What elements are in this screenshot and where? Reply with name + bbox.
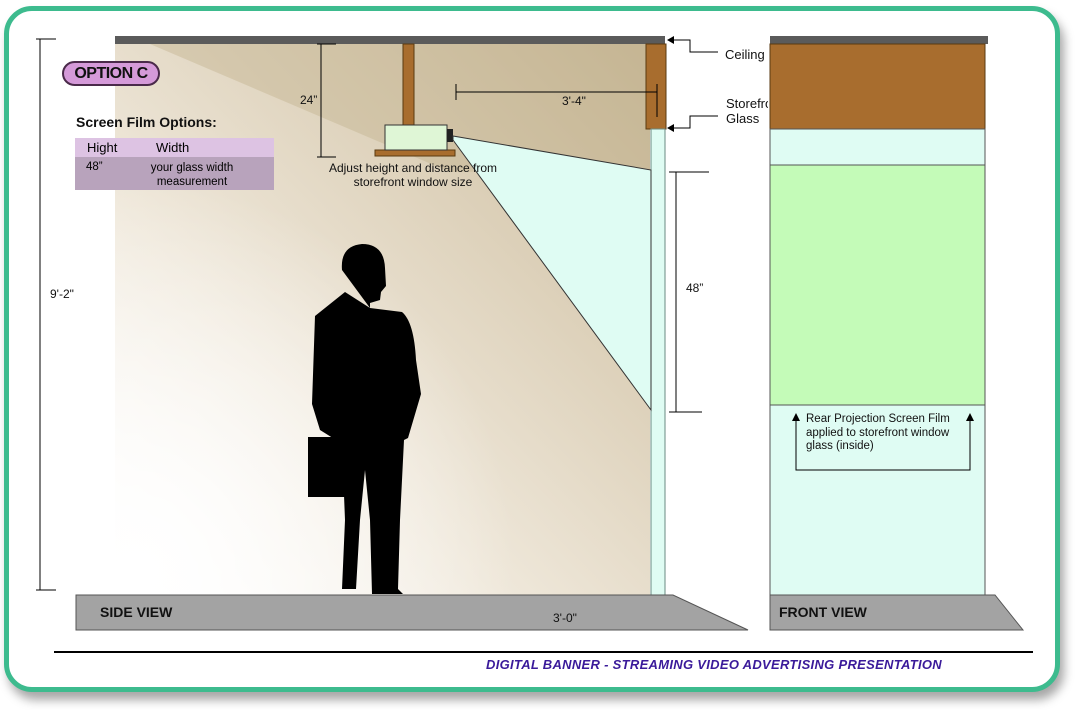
drop-label: 24” xyxy=(300,93,318,107)
option-badge: OPTION C xyxy=(62,61,160,86)
storefront-glass-label: Storefront Glass xyxy=(726,96,768,126)
glass-callout xyxy=(667,115,718,132)
storefront-glass-label-clip: Storefront Glass xyxy=(726,96,768,126)
rear-projection-film xyxy=(769,164,986,406)
dim-screen-height xyxy=(669,171,709,413)
projector-base xyxy=(374,149,456,157)
floor-distance-label: 3'-0" xyxy=(553,611,577,625)
dim-total-height xyxy=(36,38,56,591)
film-height-value: 48” xyxy=(86,161,103,173)
throw-label: 3'-4" xyxy=(562,94,586,108)
total-height-label: 9'-2" xyxy=(50,287,74,301)
projector xyxy=(384,124,448,151)
floor-slab xyxy=(75,594,749,631)
side-view-label: SIDE VIEW xyxy=(100,604,173,620)
storefront-glass xyxy=(650,128,666,596)
front-floor-slab xyxy=(769,594,1025,631)
film-options-header-row: Hight Width xyxy=(75,138,274,157)
person-silhouette xyxy=(308,244,421,594)
projector-lens xyxy=(447,129,453,142)
film-note-arrows xyxy=(795,415,971,471)
ceiling-callout xyxy=(667,36,718,53)
ceiling-shadow xyxy=(115,44,650,172)
header-height: Hight xyxy=(87,140,118,155)
adjust-note: Adjust height and distance from storefro… xyxy=(328,161,498,189)
film-options-title: Screen Film Options: xyxy=(76,114,217,130)
front-view-label: FRONT VIEW xyxy=(779,604,867,620)
screen-height-label: 48” xyxy=(686,281,704,295)
header-width: Width xyxy=(156,140,190,155)
film-width-value: your glass width measurement xyxy=(150,162,234,188)
header-block xyxy=(645,43,667,130)
front-view-elevation xyxy=(769,36,1025,631)
film-options-row: 48” your glass width measurement xyxy=(75,157,274,190)
film-note: Rear Projection Screen Film applied to s… xyxy=(806,413,950,452)
ceiling-bar xyxy=(115,36,665,44)
film-options-table: Hight Width 48” your glass width measure… xyxy=(75,138,274,190)
footer-title: DIGITAL BANNER - STREAMING VIDEO ADVERTI… xyxy=(486,657,942,672)
dim-throw xyxy=(455,84,658,117)
front-header-block xyxy=(769,43,986,130)
dim-drop xyxy=(317,43,336,158)
ceiling-label: Ceiling xyxy=(725,47,767,62)
projection-beam xyxy=(452,135,652,412)
